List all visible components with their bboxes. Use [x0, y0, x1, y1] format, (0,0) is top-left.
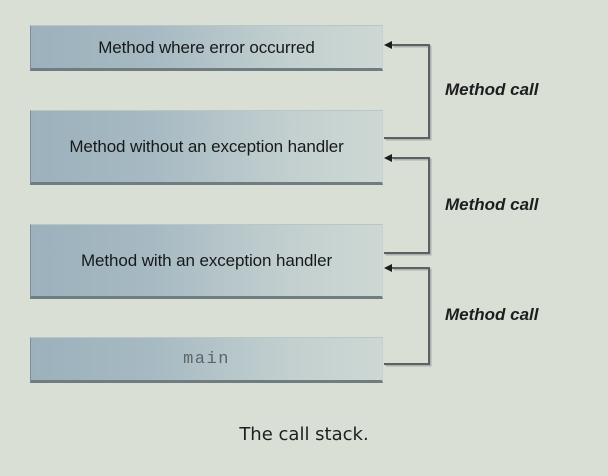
figure-caption: The call stack. [239, 424, 369, 445]
method-call-label: Method call [445, 195, 539, 214]
stack-frame-label: Method without an exception handler [69, 137, 344, 156]
stack-frame-label: Method where error occurred [98, 37, 315, 57]
connector-arrow-1 [384, 41, 430, 139]
method-call-label: Method call [445, 80, 539, 99]
stack-frame-error-method: Method where error occurred [30, 25, 383, 71]
stack-frame-label: main [183, 349, 230, 369]
stack-frame-with-handler: Method with an exception handler [30, 224, 383, 299]
method-call-label: Method call [445, 305, 539, 324]
stack-frame-no-handler: Method without an exception handler [30, 110, 383, 185]
connector-arrow-3 [384, 264, 430, 365]
stack-frame-label: Method with an exception handler [80, 251, 333, 270]
stack-frame-main: main [30, 337, 383, 383]
connector-arrow-2 [384, 154, 430, 254]
